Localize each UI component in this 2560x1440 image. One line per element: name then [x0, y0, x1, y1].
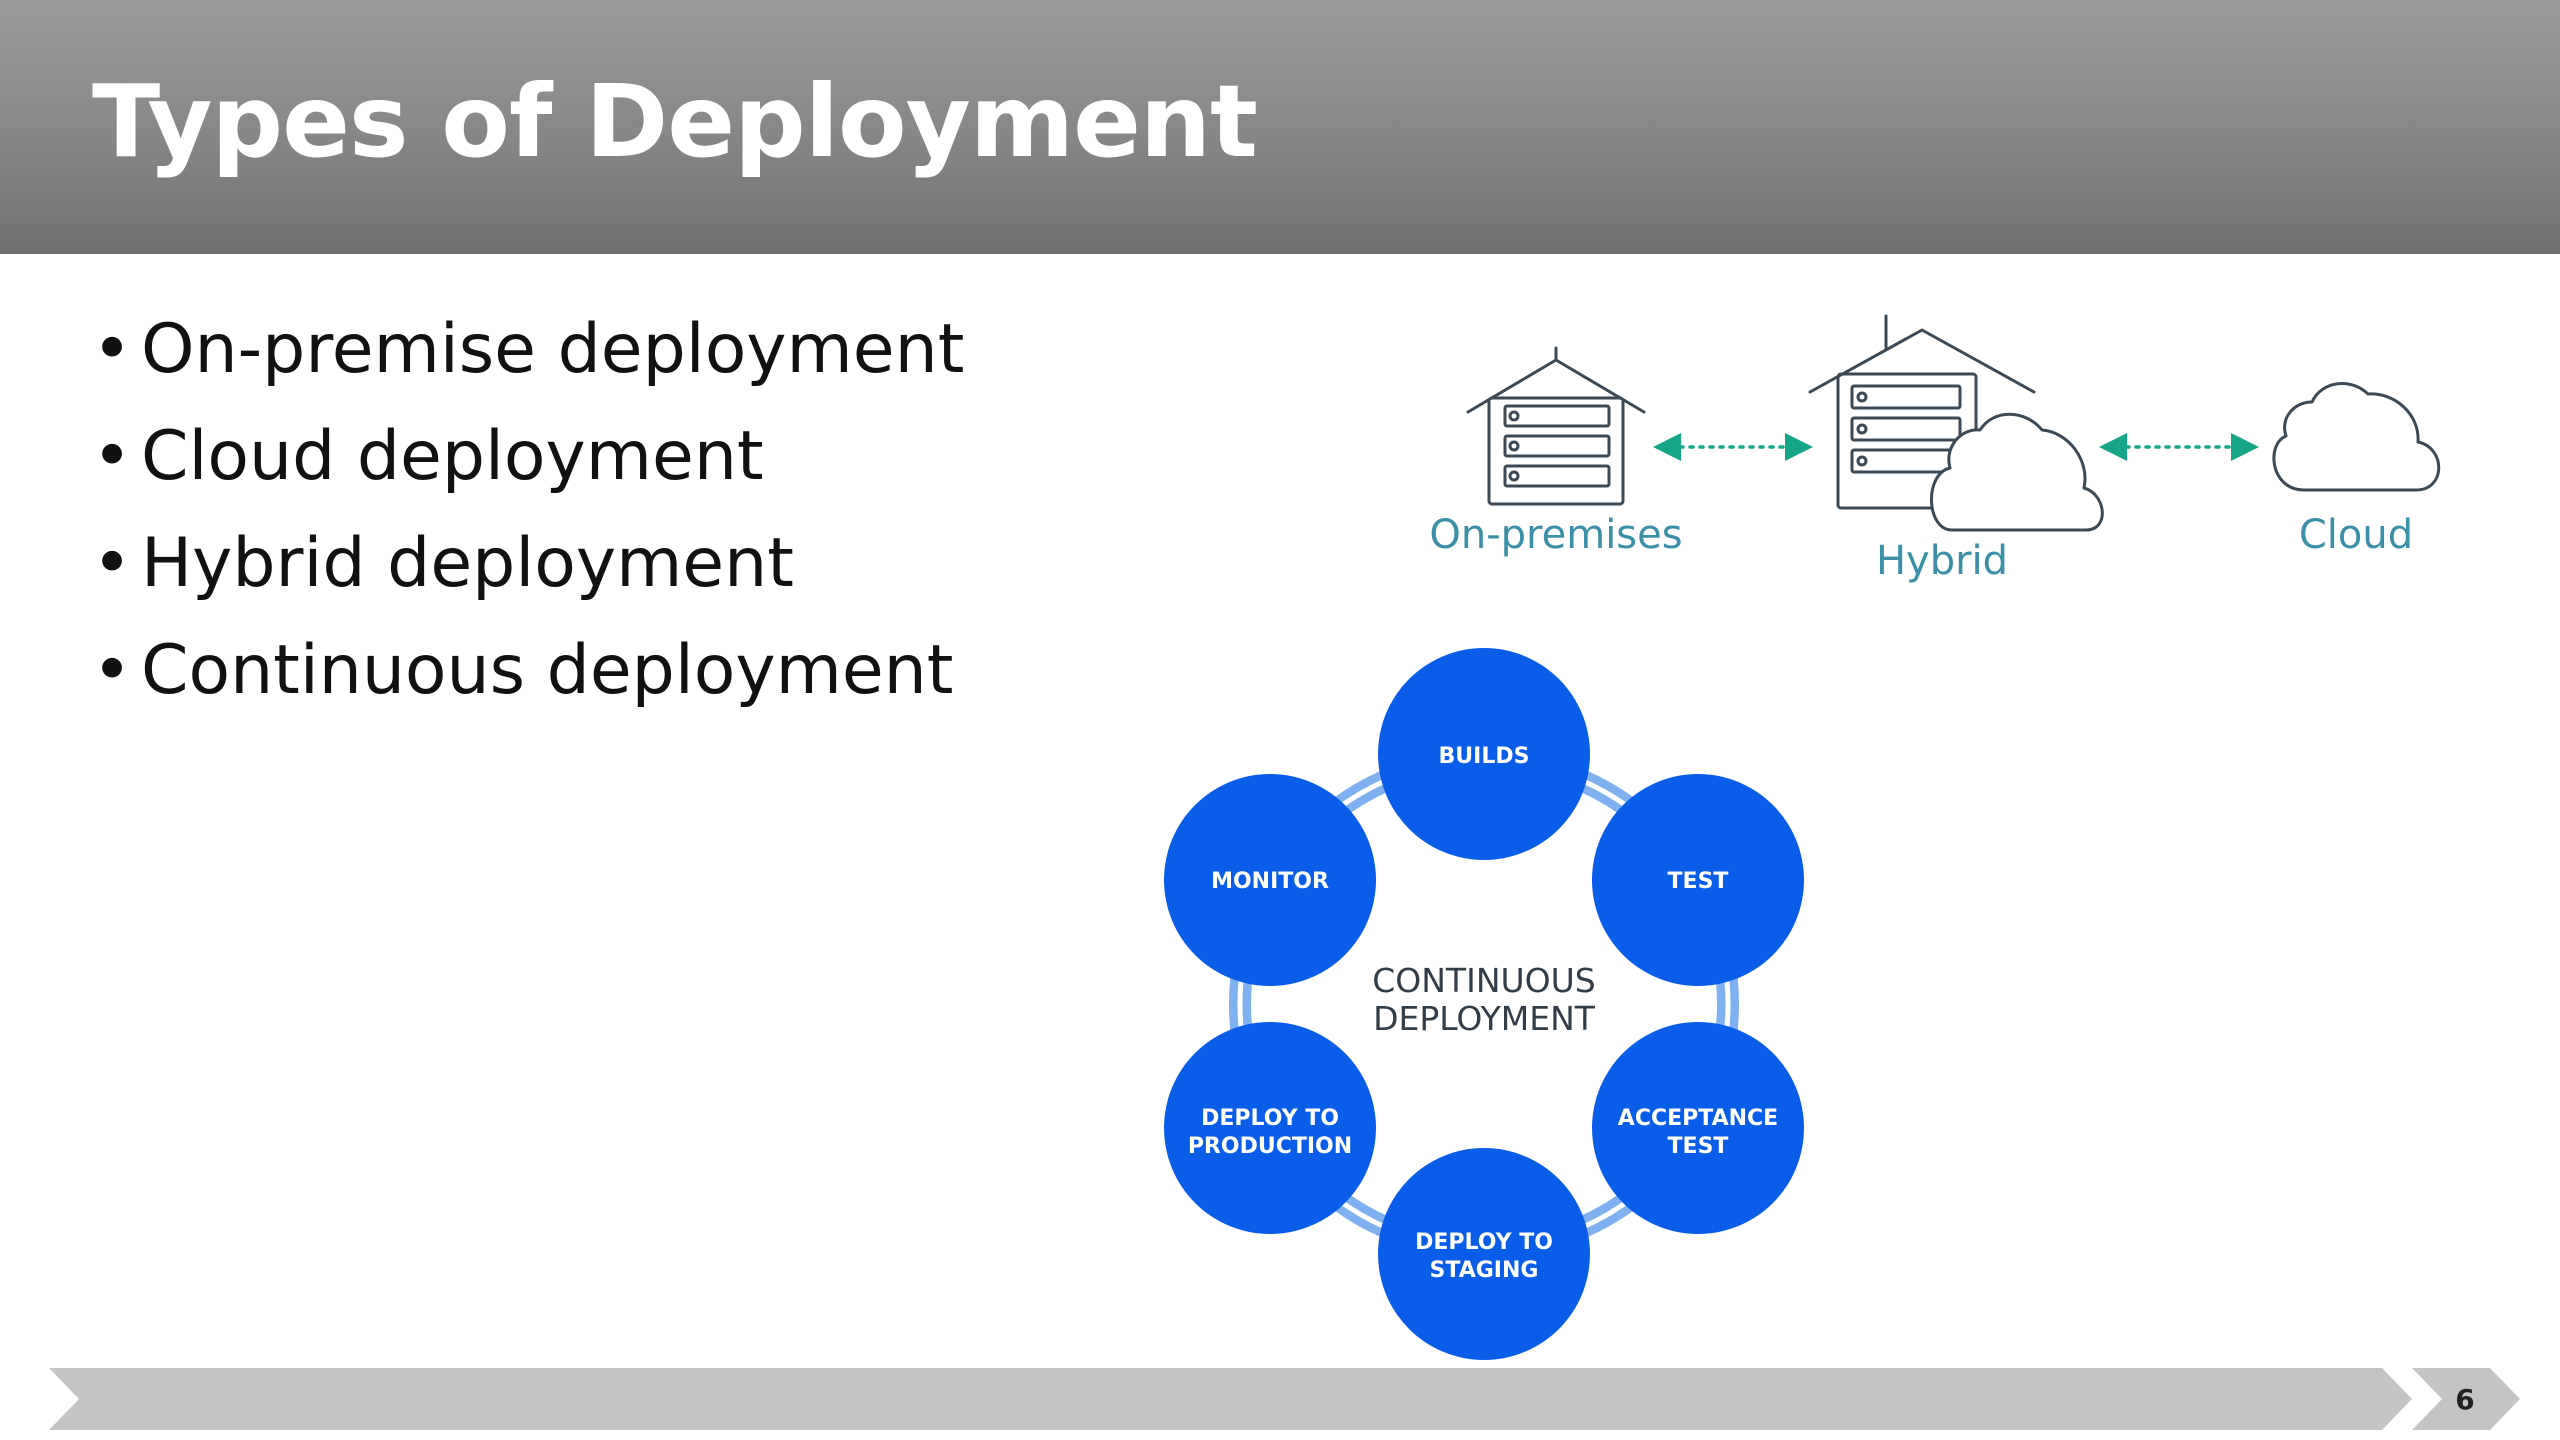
bullet-item: •Continuous deployment — [92, 617, 964, 724]
node-builds: BUILDS — [1378, 648, 1590, 860]
page-number: 6 — [2455, 1383, 2475, 1416]
bullet-icon: • — [92, 631, 133, 710]
node-label: MONITOR — [1211, 869, 1329, 894]
node-label: DEPLOY TO — [1415, 1230, 1553, 1255]
bullet-text: Continuous deployment — [141, 631, 954, 710]
bullet-icon: • — [92, 417, 133, 496]
page-number-badge — [2412, 1368, 2520, 1430]
continuous-deployment-cycle: BUILDS TEST ACCEPTANCE TEST DEPLOY TO ST… — [1164, 648, 1804, 1360]
node-label: BUILDS — [1439, 744, 1530, 769]
deployment-types-diagram: On-premises Hybrid Cloud — [1429, 314, 2441, 584]
bullet-item: •Hybrid deployment — [92, 510, 964, 617]
node-label: PRODUCTION — [1188, 1134, 1352, 1159]
bullet-list: •On-premise deployment •Cloud deployment… — [92, 296, 964, 724]
cycle-center-label: DEPLOYMENT — [1373, 999, 1596, 1038]
node-label: ACCEPTANCE — [1618, 1106, 1778, 1131]
label-hybrid: Hybrid — [1876, 538, 2008, 584]
bullet-item: •Cloud deployment — [92, 403, 964, 510]
node-label: TEST — [1668, 1134, 1729, 1159]
bullet-text: Cloud deployment — [141, 417, 764, 496]
label-on-premises: On-premises — [1429, 512, 1682, 558]
hybrid-house-cloud-icon — [1808, 314, 2104, 532]
label-cloud: Cloud — [2299, 512, 2413, 558]
node-label: TEST — [1668, 869, 1729, 894]
node-acceptance-test: ACCEPTANCE TEST — [1592, 1022, 1804, 1234]
bullet-icon: • — [92, 310, 133, 389]
footer-bar — [49, 1368, 2520, 1430]
bullet-text: Hybrid deployment — [141, 524, 794, 603]
bullet-text: On-premise deployment — [141, 310, 965, 389]
node-label: STAGING — [1430, 1258, 1539, 1283]
bullet-icon: • — [92, 524, 133, 603]
node-test: TEST — [1592, 774, 1804, 986]
node-deploy-to-staging: DEPLOY TO STAGING — [1378, 1148, 1590, 1360]
node-deploy-to-production: DEPLOY TO PRODUCTION — [1164, 1022, 1376, 1234]
bullet-item: •On-premise deployment — [92, 296, 964, 403]
title-bar — [0, 0, 2560, 254]
footer-progress-arrow — [49, 1368, 2412, 1430]
server-house-icon — [1466, 346, 1646, 506]
cycle-center-label: CONTINUOUS — [1372, 961, 1596, 1000]
slide-title: Types of Deployment — [92, 63, 1258, 180]
cloud-icon — [2272, 382, 2441, 492]
node-monitor: MONITOR — [1164, 774, 1376, 986]
node-label: DEPLOY TO — [1201, 1106, 1339, 1131]
